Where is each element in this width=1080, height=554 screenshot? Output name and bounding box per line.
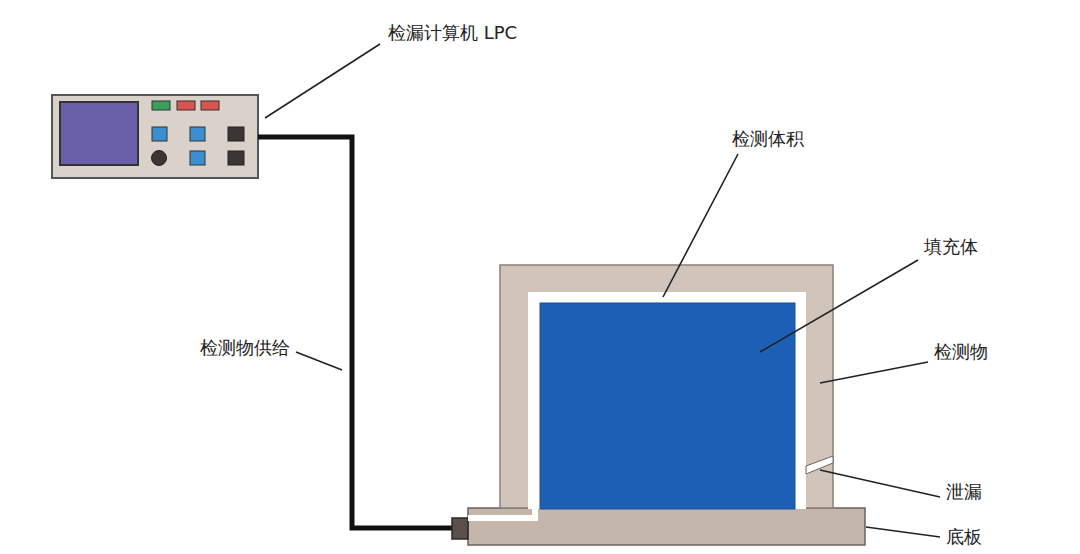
device-button — [152, 127, 167, 141]
device-button — [190, 151, 205, 165]
leader-line — [296, 352, 342, 370]
tube-connector — [452, 518, 468, 539]
device-housing — [52, 95, 258, 178]
part-label: 填充体 — [924, 236, 978, 258]
leader-line — [820, 470, 940, 497]
leader-line — [663, 154, 738, 297]
lpc-device — [52, 95, 258, 178]
indicator-led — [201, 101, 219, 110]
indicator-led — [177, 101, 195, 110]
device-screen — [60, 102, 138, 165]
filler-body — [540, 303, 795, 509]
device-button — [228, 151, 244, 165]
test-object — [500, 265, 833, 508]
device-button — [228, 127, 244, 141]
leader-line — [760, 260, 918, 352]
leader-line — [866, 527, 940, 537]
indicator-led — [152, 101, 170, 110]
part-label: 检测体积 — [732, 128, 804, 150]
part-label: 检漏计算机 LPC — [388, 22, 517, 44]
leader-line — [820, 362, 928, 383]
test-volume — [528, 292, 806, 509]
supply-tube — [258, 137, 452, 528]
leader-line — [265, 44, 380, 118]
device-button — [190, 127, 205, 141]
supply-channel — [468, 509, 535, 518]
base-plate — [468, 508, 865, 545]
part-label: 检测物供给 — [200, 337, 290, 359]
part-label: 泄漏 — [946, 481, 982, 503]
device-knob — [152, 151, 167, 166]
leader-lines — [265, 44, 940, 537]
part-label: 底板 — [946, 526, 982, 548]
part-label: 检测物 — [934, 341, 988, 363]
